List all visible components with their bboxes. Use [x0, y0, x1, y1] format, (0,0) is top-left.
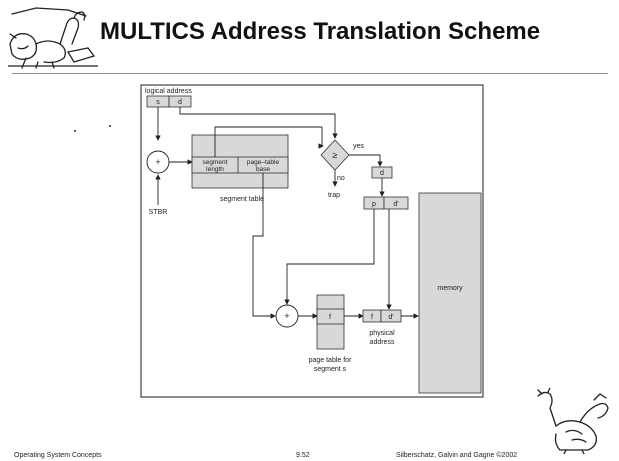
- p-to-adder-line: [284, 209, 375, 305]
- d-to-compare-line: [179, 107, 338, 139]
- stray-mark: [74, 130, 76, 132]
- page-offset: d': [393, 201, 398, 208]
- page-table-base-label-1: page–table: [247, 159, 280, 166]
- segment-length-to-compare-line: [214, 126, 322, 157]
- title-divider: [12, 73, 608, 74]
- trap-label: trap: [328, 192, 340, 199]
- page-table-frame-f: f: [329, 314, 331, 321]
- dinosaur-footer-icon: [537, 388, 609, 454]
- segment-adder-plus: +: [155, 157, 160, 167]
- footer-course-title: Operating System Concepts: [14, 452, 102, 459]
- physical-address-caption-1: physical: [369, 330, 395, 337]
- yes-label: yes: [353, 143, 364, 150]
- page-table-entry: [316, 308, 345, 325]
- page-table-caption-2: segment s: [314, 366, 347, 373]
- page-table-base-label-2: base: [256, 166, 270, 173]
- yes-to-d-line: [349, 154, 383, 167]
- segment-table-entry: [191, 156, 289, 174]
- footer-authors: Silberschatz, Galvin and Gagne ©2002: [396, 452, 518, 459]
- segment-length-arrow: [318, 127, 324, 149]
- page-offset-box: [383, 196, 409, 210]
- physical-offset: d': [388, 314, 393, 321]
- offset-d: d: [380, 170, 384, 177]
- segment-length-label-1: segment: [203, 159, 228, 166]
- logical-address-label: logical address: [145, 88, 192, 95]
- logical-address-s: s: [156, 99, 160, 106]
- page-p: p: [372, 201, 376, 208]
- footer-slide-number: 9.52: [296, 452, 310, 459]
- no-label: no: [337, 175, 345, 182]
- physical-f: f: [371, 314, 373, 321]
- page-table-caption-1: page table for: [309, 357, 352, 364]
- dinosaur-mascot-icon: [8, 7, 98, 69]
- memory-label: memory: [437, 285, 463, 292]
- page-adder-plus: +: [284, 311, 289, 321]
- stbr-label: STBR: [149, 209, 168, 216]
- segment-table-caption: segment table: [220, 196, 264, 203]
- logical-address-d: d: [178, 99, 182, 106]
- memory-block: [418, 192, 482, 394]
- slide-title: MULTICS Address Translation Scheme: [100, 18, 541, 45]
- compare-symbol: ≥: [333, 150, 338, 160]
- segment-length-label-2: length: [206, 166, 224, 173]
- physical-address-caption-2: address: [370, 339, 395, 346]
- stray-mark: [109, 125, 111, 127]
- page-table-base-to-adder-line: [252, 173, 276, 319]
